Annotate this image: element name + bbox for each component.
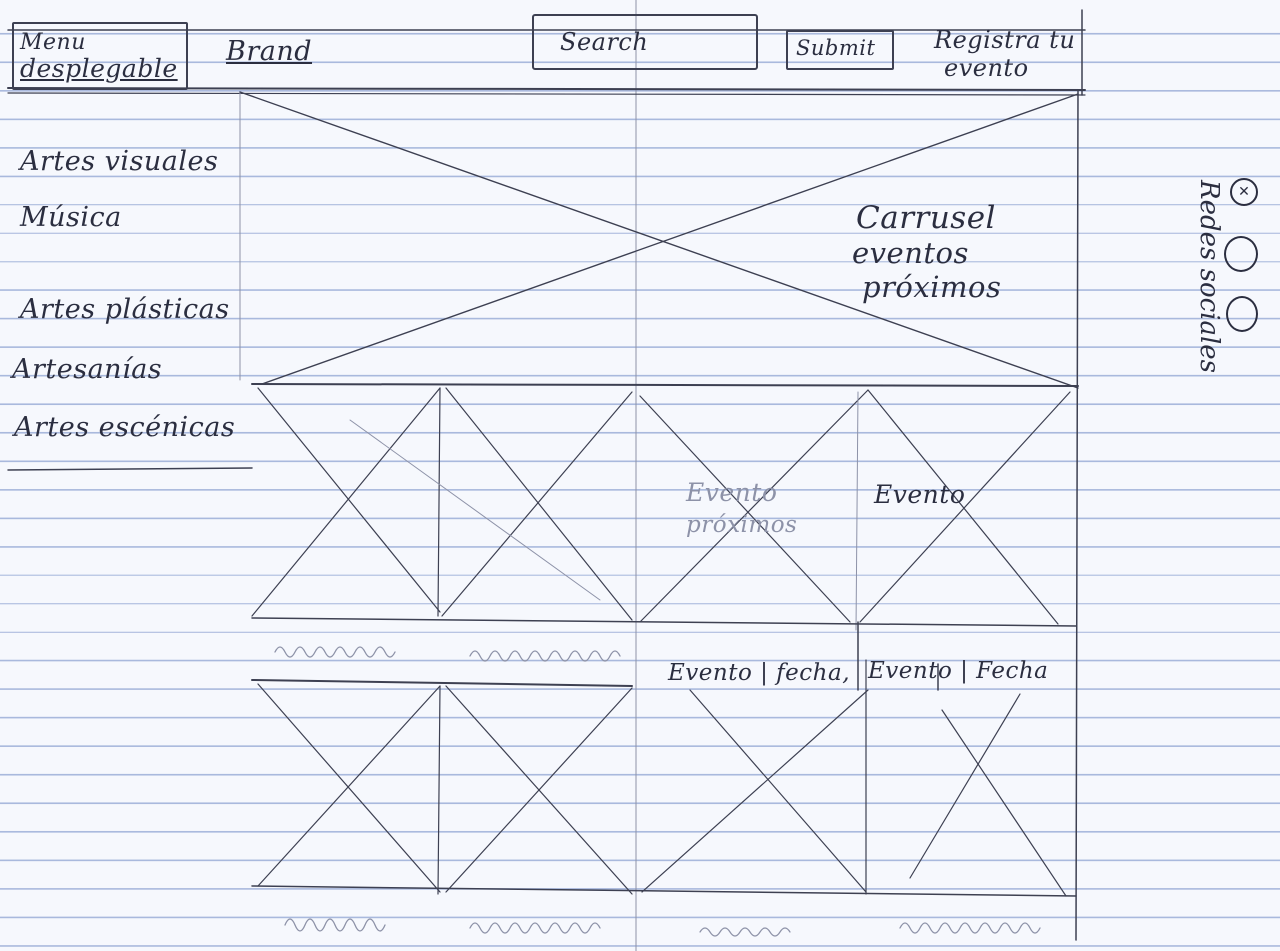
search-input[interactable]: Search <box>532 14 758 70</box>
carousel-line1: Carrusel <box>856 200 996 236</box>
menu-label-line2: desplegable <box>20 54 178 83</box>
brand-logo[interactable]: Brand <box>226 36 313 67</box>
menu-dropdown-button[interactable]: Menu desplegable <box>12 22 188 90</box>
event-upcoming-label-1: Evento <box>686 478 778 507</box>
carousel-placeholder <box>239 91 1079 389</box>
event-card-6 <box>445 685 633 895</box>
submit-label: Submit <box>796 36 876 60</box>
event-label: Evento <box>874 480 966 509</box>
event-card-7 <box>641 659 869 895</box>
search-label: Search <box>560 28 649 56</box>
register-line2: evento <box>944 54 1029 82</box>
submit-button[interactable]: Submit <box>786 30 894 70</box>
event-card-1 <box>251 387 441 617</box>
event-date-label-right: Evento | Fecha <box>868 658 1049 684</box>
carousel-line2: eventos <box>852 236 969 270</box>
event-upcoming-label-2: próximos <box>686 512 798 538</box>
sidebar-item-musica[interactable]: Música <box>20 202 122 233</box>
close-icon[interactable]: ✕ <box>1230 178 1258 206</box>
register-event-link[interactable]: Registra tu evento <box>934 26 1080 88</box>
event-card-5 <box>257 683 441 895</box>
carousel-label[interactable]: Carrusel eventos próximos <box>852 200 1052 310</box>
event-card-8 <box>909 663 1067 897</box>
social-networks: Redes sociales <box>1190 170 1270 410</box>
sidebar-item-artes-escenicas[interactable]: Artes escénicas <box>14 412 236 443</box>
social-label: Redes sociales <box>1194 180 1224 374</box>
sidebar-item-artes-plasticas[interactable]: Artes plásticas <box>20 294 230 325</box>
event-card-2 <box>349 387 633 621</box>
sidebar-menu: Artes visuales Música Artes plásticas Ar… <box>0 130 250 470</box>
social-circle-icon-1[interactable] <box>1224 236 1258 272</box>
social-circle-icon-2[interactable] <box>1226 296 1258 332</box>
event-card-4 <box>859 389 1071 625</box>
event-date-label-left: Evento | fecha, <box>668 660 851 686</box>
sidebar-item-artes-visuales[interactable]: Artes visuales <box>20 146 219 177</box>
carousel-line3: próximos <box>862 270 1002 304</box>
event-card-3 <box>639 389 869 631</box>
sidebar-item-artesanias[interactable]: Artesanías <box>12 354 163 385</box>
register-line1: Registra tu <box>934 26 1076 54</box>
menu-label-line1: Menu <box>20 30 86 55</box>
